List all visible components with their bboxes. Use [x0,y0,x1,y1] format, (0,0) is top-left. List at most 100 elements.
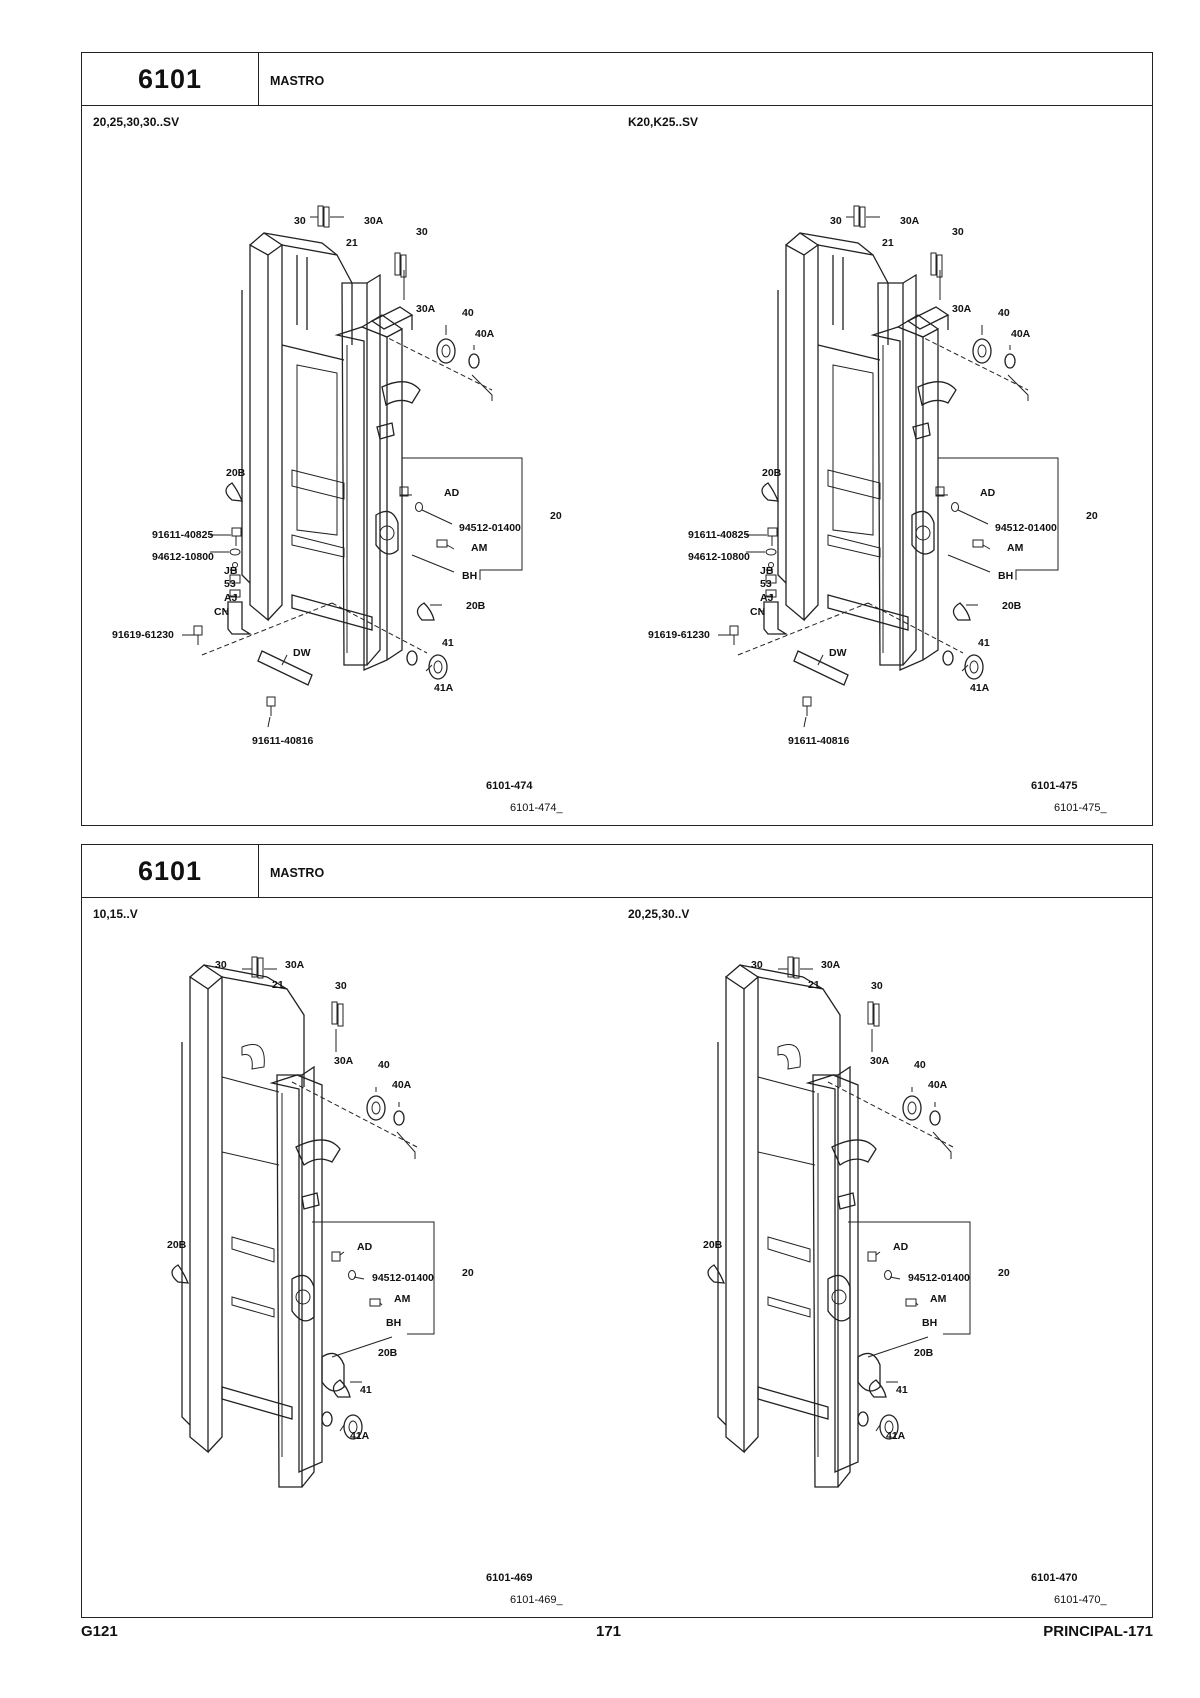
part-callout: 53 [224,578,236,590]
part-callout: 40A [1011,328,1031,340]
part-callout: 30A [821,959,841,971]
figure-code-file: 6101-475_ [1054,802,1107,814]
part-callout: 20 [462,1267,474,1279]
part-callout: 30 [335,980,347,992]
part-callout: 41A [886,1430,906,1442]
part-callout: 41 [360,1384,372,1396]
part-callout: 30A [416,303,436,315]
section-title: MASTRO [270,74,325,88]
part-callout: AD [357,1241,373,1253]
part-callout: 94512-01400 [459,522,521,534]
part-callout: 20B [466,600,486,612]
part-callout: AD [893,1241,909,1253]
part-callout: 94612-10800 [688,551,750,563]
part-callout: JB [224,565,238,577]
part-callout: 21 [346,237,358,249]
part-callout: 30 [751,959,763,971]
footer-catalog: PRINCIPAL-171 [1043,1623,1153,1640]
part-callout: 40A [475,328,495,340]
part-callout: 94512-01400 [372,1272,434,1284]
part-callout: BH [386,1317,402,1329]
part-callout: 41 [896,1384,908,1396]
part-callout: 41A [350,1430,370,1442]
part-callout: 40A [928,1079,948,1091]
part-callout: BH [998,570,1014,582]
part-callout: 30 [871,980,883,992]
mast-drawing [707,956,971,1488]
footer-model: G121 [81,1623,118,1640]
part-callout: 41A [970,682,990,694]
part-callout: AJ [760,592,774,604]
part-callout: BH [922,1317,938,1329]
part-callout: 91611-40816 [788,735,850,747]
figure-code: 6101-475 [1031,780,1078,792]
part-callout: AM [394,1293,411,1305]
part-callout: 30 [830,215,842,227]
section-code: 6101 [82,845,259,897]
part-callout: 30A [952,303,972,315]
part-callout: CN [214,606,230,618]
part-callout: 40 [914,1059,926,1071]
part-callout: 21 [272,979,284,991]
part-callout: 20 [998,1267,1010,1279]
part-callout: 94612-10800 [152,551,214,563]
part-callout: 91619-61230 [112,629,174,641]
part-callout: 41 [442,637,454,649]
part-callout: DW [293,647,311,659]
part-callout: 30 [294,215,306,227]
variant-label: K20,K25..SV [628,115,699,129]
part-callout: DW [829,647,847,659]
mast-drawing [182,205,523,728]
section-title: MASTRO [270,866,325,880]
part-callout: AD [980,487,996,499]
part-callout: 20B [914,1347,934,1359]
part-callout: 20 [1086,510,1098,522]
part-callout: 30 [215,959,227,971]
part-callout: 40A [392,1079,412,1091]
part-callout: 40 [462,307,474,319]
part-callout: 20 [550,510,562,522]
part-callout: JB [760,565,774,577]
part-callout: 20B [1002,600,1022,612]
part-callout: 20B [703,1239,723,1251]
part-callout: 30 [416,226,428,238]
part-callout: AM [1007,542,1024,554]
part-callout: 30A [900,215,920,227]
figure-code-file: 6101-469_ [510,1594,563,1606]
part-callout: 20B [226,467,246,479]
part-callout: 21 [882,237,894,249]
part-callout: 30A [334,1055,354,1067]
part-callout: 20B [762,467,782,479]
figure-code-file: 6101-470_ [1054,1594,1107,1606]
part-callout: AM [471,542,488,554]
section-panel-bottom: 6101 MASTRO 10,15..V 20,25,30..V [81,844,1153,1618]
part-callout: AM [930,1293,947,1305]
variant-label: 10,15..V [93,907,138,921]
part-callout: 30 [952,226,964,238]
part-callout: 30A [364,215,384,227]
footer-page-number: 171 [596,1623,622,1640]
part-callout: 91611-40816 [252,735,314,747]
part-callout: 20B [167,1239,187,1251]
section-panel-top: 6101 MASTRO 20,25,30,30..SV K20,K25..SV [81,52,1153,826]
variant-label: 20,25,30..V [628,907,690,921]
part-callout: 91619-61230 [648,629,710,641]
variant-label: 20,25,30,30..SV [93,115,180,129]
figure-code: 6101-470 [1031,1572,1078,1584]
part-callout: 40 [378,1059,390,1071]
part-callout: 41A [434,682,454,694]
part-callout: 20B [378,1347,398,1359]
figure-code: 6101-474 [486,780,533,792]
part-callout: BH [462,570,478,582]
part-callout: 41 [978,637,990,649]
part-callout: 94512-01400 [995,522,1057,534]
part-callout: 53 [760,578,772,590]
part-callout: 91611-40825 [152,529,214,541]
part-callout: AD [444,487,460,499]
part-callout: 21 [808,979,820,991]
part-callout: 94512-01400 [908,1272,970,1284]
figure-code: 6101-469 [486,1572,533,1584]
